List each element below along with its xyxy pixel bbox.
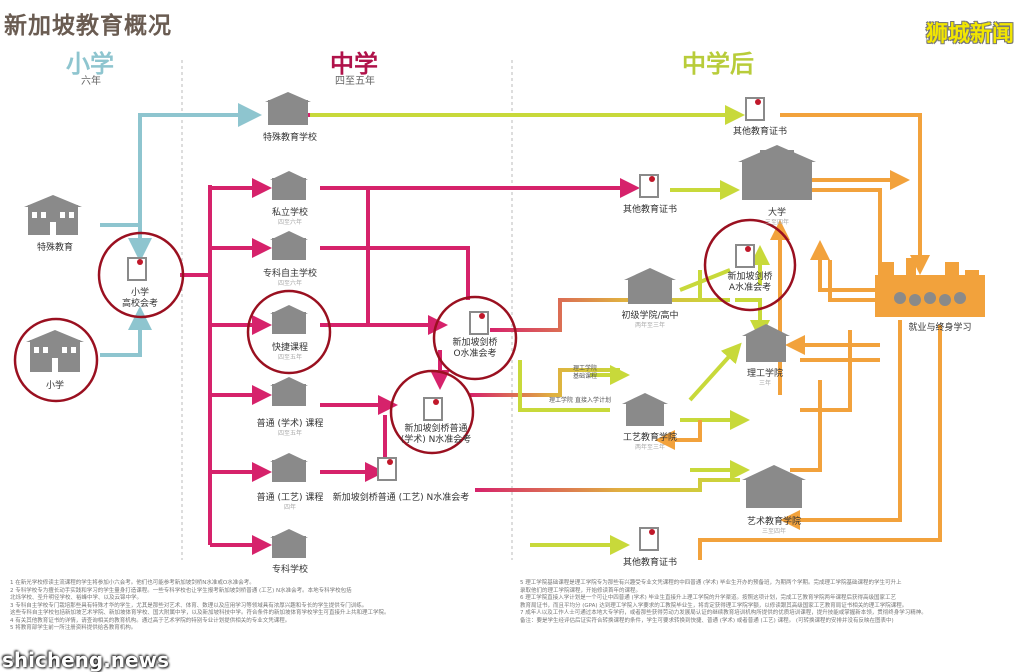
o-level-circle (432, 295, 518, 381)
other-cert-top-label: 其他教育证书 (732, 127, 787, 137)
secondary-school-icons (265, 92, 311, 558)
arts-building-icon (742, 465, 806, 508)
lime-paths (310, 105, 770, 555)
stage-secondary-sub: 四至五年 (335, 76, 375, 87)
n-level-a-label: 新加坡剑桥普通 (学术) N水准会考 (400, 424, 472, 445)
special-school-label: 特殊教育学校 (262, 133, 317, 143)
footnote-right-4: 教育局证书，而且平均分 (GPA) 达到理工学院入学要求的工教院毕业生，将肯定获… (520, 602, 908, 609)
psle-label: 小学 高校会考 (121, 288, 158, 309)
post-secondary-icons (622, 145, 816, 508)
footnote-left-3: 北烁学校、圣升明径学校、裕峰中学、以及云锦中学。 (10, 595, 143, 601)
a-level-circle (703, 218, 797, 312)
footnote-right-1: 5 理工学院基础课程是理工学院专为那些有兴趣受专业文凭课程的中四普通 (学术) … (520, 580, 902, 586)
footnotes-left: 1 在新光学校修读主流课程的学生将参加小六会考。他们也可能参考新加坡剑桥N水准或… (10, 580, 510, 633)
o-level-certificate-icon (469, 311, 489, 335)
university-label: 大学 (767, 208, 786, 218)
express-building-icon (270, 305, 308, 334)
normal-technical-label: 普通 (工艺) 课程 (256, 493, 324, 503)
poly-years: 三年 (758, 380, 771, 387)
footnote-left-6: 4 有关其他教育证书的详情，请查询相关的教育机构。通过高于艺术学院的特别专业计划… (10, 617, 291, 624)
footnote-left-7: 5 将教育部学生前一所注册资料提供给各教育机构。 (10, 625, 137, 631)
specialised-indep-label: 专科自主学校 (262, 269, 317, 279)
footnote-left-4: 3 专科自主学校专门栽培那些具有特殊才华的学生，尤其是那些对艺术、体育、数理以及… (10, 602, 368, 609)
psle-certificate-icon (127, 257, 147, 281)
certificate-icons (127, 97, 765, 551)
other-cert-mid-icon (639, 174, 659, 198)
n-level-a-certificate-icon (423, 397, 443, 421)
ite-building-icon (622, 393, 668, 426)
other-cert-mid-label: 其他教育证书 (622, 205, 677, 215)
jc-label: 初级学院/高中 (621, 311, 679, 321)
express-years: 四至五年 (277, 354, 302, 361)
brand-logo: 狮城新闻 (925, 22, 1014, 47)
primary-label: 小学 (45, 381, 64, 391)
footnote-left-5: 这些专科自主学校包括新加坡艺术学院、新加坡体育学校、国大附属中学，以及新加坡科技… (10, 610, 390, 616)
n-level-t-label: 新加坡剑桥普通 (工艺) N水准会考 (332, 493, 470, 503)
normal-technical-building-icon (270, 453, 308, 482)
footnote-right-3: 6 理工学院直接入学计划是一个可让中四普通 (学术) 毕业生直接升上理工学院的升… (520, 595, 897, 601)
footnote-left-2: 2 专科学校专为擅长动手实践和学习的学生量身打造课程。一些专科学校也让学生报考新… (10, 587, 352, 594)
normal-academic-building-icon (270, 377, 308, 406)
express-label: 快捷课程 (271, 343, 308, 353)
other-cert-top-icon (745, 97, 765, 121)
ite-years: 两年至三年 (634, 444, 665, 451)
highlight-circles (13, 218, 797, 455)
normal-academic-label: 普通 (学术) 课程 (256, 419, 324, 429)
private-school-years: 四至六年 (277, 219, 302, 226)
arts-years: 三至四年 (761, 528, 786, 535)
footnote-left-1: 1 在新光学校修读主流课程的学生将参加小六会考。他们也可能参考新加坡剑桥N水准或… (10, 580, 255, 586)
private-school-building-icon (270, 171, 308, 200)
page-title: 新加坡教育概况 (4, 13, 172, 39)
psle-circle (97, 231, 185, 319)
a-level-label: 新加坡剑桥 A水准会考 (727, 272, 773, 293)
stage-primary-sub: 六年 (81, 76, 101, 87)
a-level-certificate-icon (735, 244, 755, 268)
poly-building-icon (742, 324, 790, 362)
primary-circle (13, 317, 99, 403)
other-cert-bottom-icon (639, 527, 659, 551)
jc-years: 两年至三年 (634, 322, 665, 329)
footnote-right-5: 7 成年人以及工作人士可通过本地大专学府，或者那些获得劳动力发展局认证的继续教育… (520, 610, 927, 616)
ite-label: 工艺教育学院 (622, 433, 677, 443)
watermark-text: shicheng.news (2, 648, 169, 672)
n-level-t-certificate-icon (377, 457, 397, 481)
express-circle (246, 289, 332, 375)
other-cert-bottom-label: 其他教育证书 (622, 558, 677, 568)
special-education-label: 特殊教育 (36, 243, 73, 253)
arts-label: 艺术教育学院 (746, 517, 801, 527)
normal-technical-years: 四年 (283, 504, 296, 511)
orange-paths (655, 113, 942, 560)
employment-city-icon (875, 258, 985, 317)
poly-direct-label: 理工学院 直接入学计划 (549, 397, 611, 404)
stage-secondary-title: 中学 (330, 50, 378, 78)
private-school-label: 私立学校 (271, 208, 308, 218)
normal-academic-years: 四至五年 (277, 430, 302, 437)
university-years: 三至四年 (764, 219, 789, 226)
primary-school-building-icon (26, 330, 84, 372)
footnote-right-6: 备注：要是学生经评估后证实符合转换课程的条件，学生可要求转换到快捷、普通 (学术… (520, 617, 894, 624)
footnote-right-2: 录取他们的理工学院课程，开始修读首年的课程。 (520, 587, 642, 594)
poly-foundation-label: 理工学院 基础课程 (572, 365, 597, 380)
specialised-school-label: 专科学校 (271, 565, 308, 575)
stage-post-title: 中学后 (682, 50, 754, 78)
o-level-label: 新加坡剑桥 O水准会考 (452, 338, 498, 359)
poly-label: 理工学院 (746, 369, 783, 379)
specialised-school-building-icon (270, 529, 308, 558)
special-school-building-icon (265, 92, 311, 125)
jc-building-icon (624, 268, 676, 304)
university-building-icon (738, 145, 816, 200)
footnotes-right: 5 理工学院基础课程是理工学院专为那些有兴趣受专业文凭课程的中四普通 (学术) … (520, 580, 1018, 625)
stage-primary-title: 小学 (66, 50, 114, 78)
specialised-indep-building-icon (270, 231, 308, 260)
employment-label: 就业与终身学习 (908, 323, 972, 333)
n-level-a-circle (389, 369, 475, 455)
special-education-building-icon (24, 195, 82, 235)
specialised-indep-years: 四至六年 (277, 280, 302, 287)
teal-paths (100, 103, 262, 357)
